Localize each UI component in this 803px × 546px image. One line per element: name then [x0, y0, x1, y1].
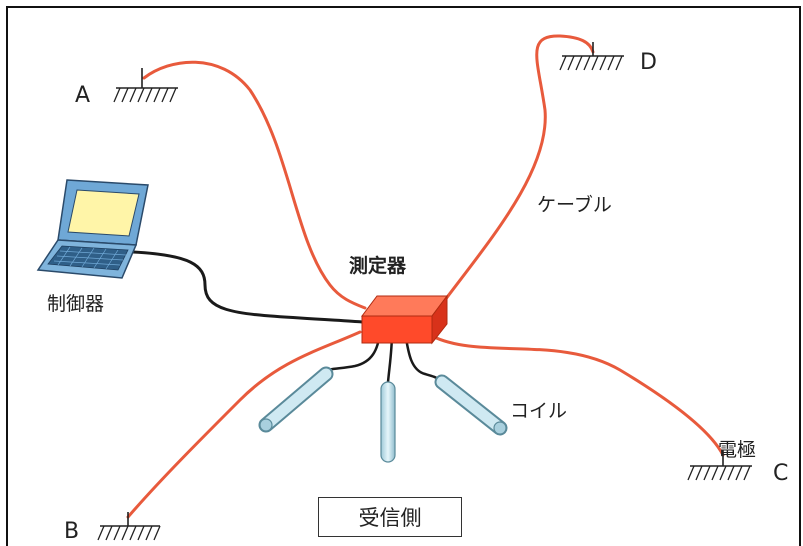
ground-symbol-c: [687, 450, 752, 481]
laptop-icon: [36, 179, 149, 279]
electrode-label: 電極: [718, 439, 757, 461]
diagram-frame: [6, 6, 801, 546]
point-label-a: A: [75, 83, 91, 108]
coil-center: [380, 381, 396, 463]
coil-label: コイル: [510, 400, 568, 422]
point-label-b: B: [64, 519, 80, 544]
receiver-side-box: 受信側: [318, 497, 462, 537]
meter-label: 測定器: [349, 255, 407, 277]
control-wire: [132, 250, 363, 324]
receiver-side-label: 受信側: [358, 506, 422, 530]
coil-left: [258, 366, 334, 433]
point-label-d: D: [640, 50, 657, 75]
cable-to-d: [443, 34, 595, 302]
cable-to-b: [126, 330, 362, 519]
ground-symbol-b: [97, 512, 161, 541]
ground-symbol-a: [113, 68, 178, 103]
cable-lines: [126, 34, 725, 519]
controller-label: 制御器: [47, 293, 105, 315]
coil-right: [434, 374, 508, 436]
ground-symbol-d: [559, 42, 624, 71]
cable-to-c: [430, 334, 725, 457]
measuring-device: [361, 294, 448, 345]
cable-to-a: [142, 60, 367, 310]
cable-label: ケーブル: [537, 194, 612, 216]
point-label-c: C: [773, 461, 789, 486]
